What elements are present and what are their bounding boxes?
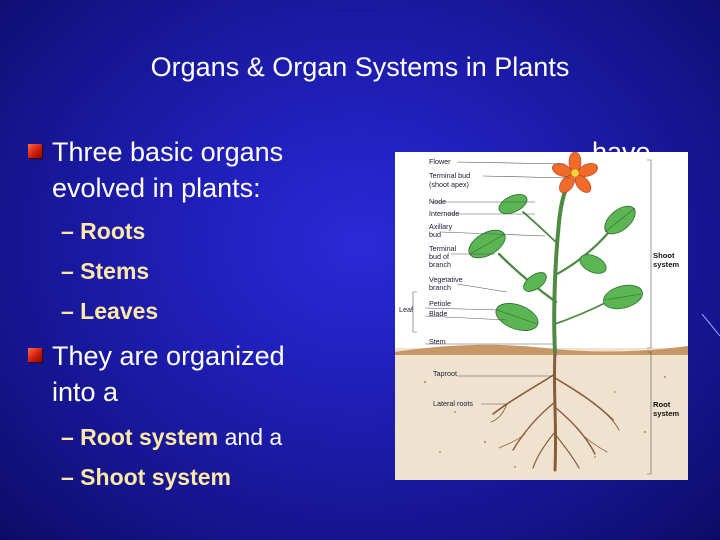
label-node: Node [429,197,446,206]
label-axillary: Axillary [429,222,453,231]
label-shoot-apex: (shoot apex) [429,180,469,189]
list-item: – Stems [61,257,149,285]
label-vegetative: Vegetative [429,275,463,284]
bullet-text: Three basic organs [52,137,284,167]
bullet-marker [28,348,42,362]
list-item-text: and a [218,424,283,450]
label-bud: bud [429,230,441,239]
label-flower: Flower [429,157,451,166]
list-item-text: – Leaves [61,298,159,324]
list-item: – Root system and a [61,423,282,451]
list-item: – Shoot system [61,463,231,491]
label-vegetative-branch: branch [429,283,451,292]
plant-diagram-svg: Flower Terminal bud (shoot apex) Node In… [395,152,688,480]
label-terminal: Terminal [429,244,457,253]
list-item-text: – Stems [61,258,150,284]
label-taproot: Taproot [433,369,457,378]
leaf-veins [469,207,642,325]
roots [490,350,620,472]
label-root-system: system [653,409,679,418]
label-petiole: Petiole [429,299,451,308]
flower-icon [552,152,598,194]
plant-diagram: Flower Terminal bud (shoot apex) Node In… [395,152,688,480]
label-terminal-bud: Terminal bud [429,171,470,180]
list-item-text: – Root system [61,424,219,450]
bullet-text: evolved in plants: [52,173,261,203]
stem [497,172,611,354]
list-item-text: – Shoot system [61,464,231,490]
pointer-lines [412,159,652,475]
bullet-marker [28,144,42,158]
slide-title: Organs & Organ Systems in Plants [150,52,570,82]
label-shoot: Shoot [653,251,675,260]
soil-texture [423,375,667,469]
soil-surface [395,344,688,355]
label-lateral-roots: Lateral roots [433,399,473,408]
label-stem: Stem [429,337,446,346]
label-branch: branch [429,260,451,269]
list-item-text: – Roots [61,218,146,244]
bullet-text: into a [52,377,119,407]
label-internode: Internode [429,209,459,218]
label-root: Root [653,400,671,409]
decorative-line [701,313,720,337]
label-leaf: Leaf [399,305,413,314]
label-blade: Blade [429,309,447,318]
list-item: – Roots [61,217,145,245]
label-shoot-system: system [653,260,679,269]
list-item: – Leaves [61,297,158,325]
bullet-text: They are organized [52,341,285,371]
label-bud-of: bud of [429,252,449,261]
